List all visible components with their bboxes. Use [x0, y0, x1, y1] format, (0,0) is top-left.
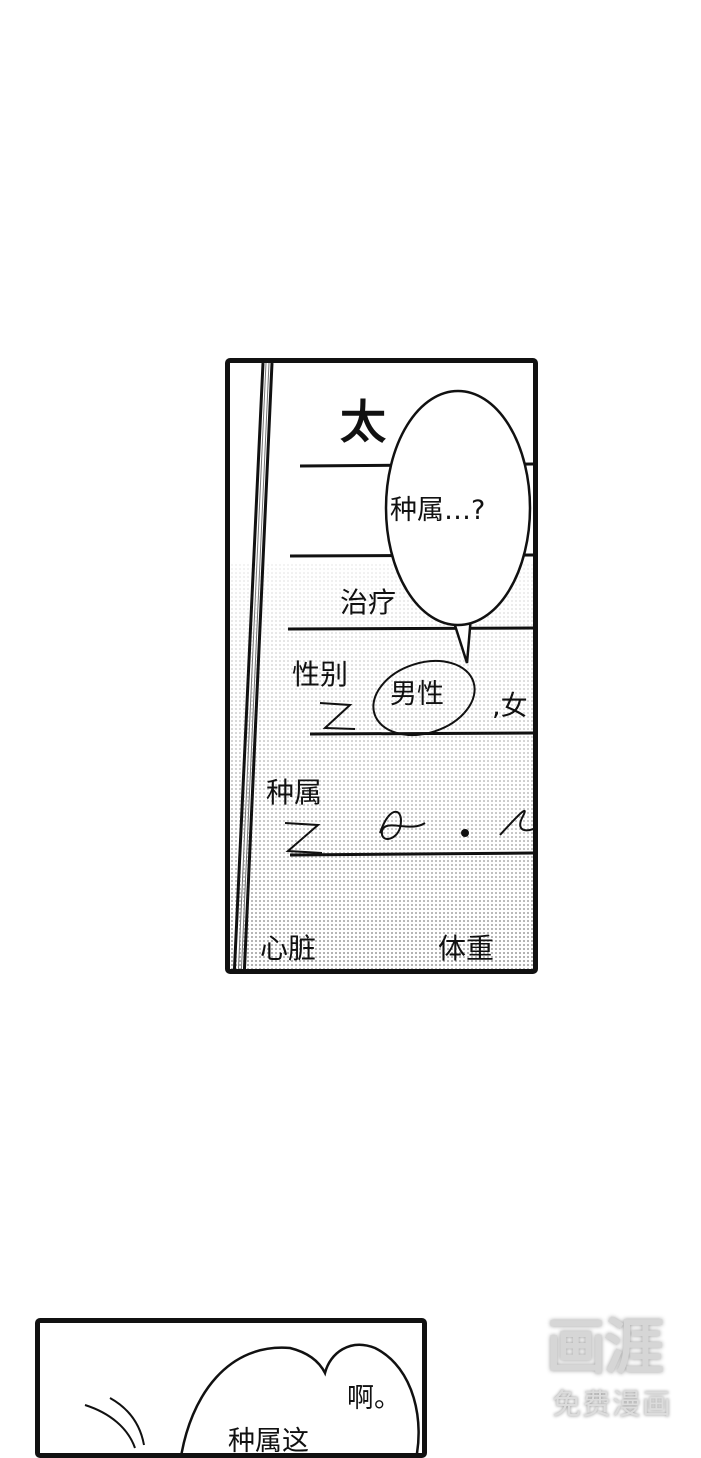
speech-bubble-text: 种属…? [390, 495, 486, 526]
label-heart: 心脏 [260, 932, 317, 965]
value-male: 男性 [390, 679, 444, 710]
screentone [230, 563, 533, 969]
panel-linework [232, 363, 533, 969]
label-weight: 体重 [438, 932, 495, 965]
label-treatment: 治疗 [340, 586, 397, 619]
panel-linework [84, 1343, 420, 1453]
label-sex: 性别 [292, 658, 349, 691]
manga-panel-next: 啊。 种属这 [35, 1318, 427, 1458]
form-title-char: 太 [340, 395, 386, 449]
speech-line-1: 啊。 [347, 1383, 401, 1414]
watermark-tagline: 免费漫画 [552, 1387, 673, 1421]
speech-line-2: 种属这 [228, 1426, 309, 1457]
watermark-logo: 画涯 [546, 1313, 664, 1383]
manga-panel-form: 太 种属…? 治疗 性别 男性 ,女 种属 心脏 体重 [225, 358, 538, 974]
value-female: ,女 [492, 691, 528, 722]
label-species: 种属 [266, 776, 323, 809]
